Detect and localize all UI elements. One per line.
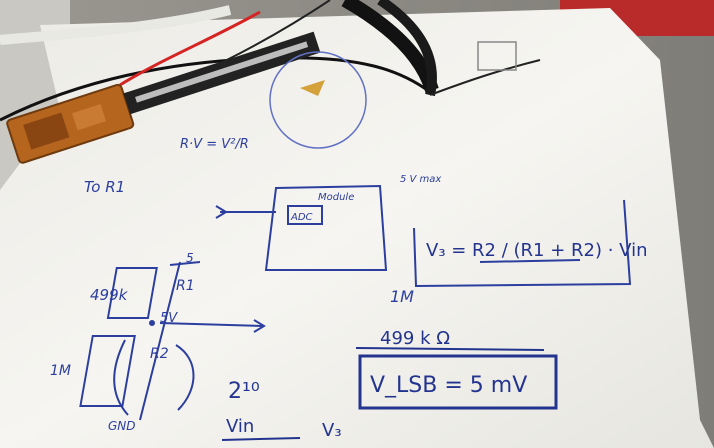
r2-value: 1M: [50, 363, 71, 379]
white-cable: [0, 5, 232, 45]
thick-black-cable-2: [377, 0, 437, 97]
node-arrow: [159, 322, 263, 327]
divider-formula: V₃ = R2 / (R1 + R2) · Vin: [426, 240, 648, 261]
divider-rail: [139, 261, 181, 421]
divider-formula-box: [413, 199, 632, 288]
r2-label: R2: [150, 346, 169, 362]
power-formula: R·V = V²/R: [180, 137, 249, 152]
probe-tip: [300, 80, 325, 96]
r-value-box: 499 k Ω: [380, 328, 450, 349]
red-wire: [119, 10, 261, 87]
sketch-circle: [269, 51, 367, 149]
probe-lead: [429, 59, 541, 96]
lsb-formula: V_LSB = 5 mV: [370, 373, 527, 398]
ground-label: GND: [108, 419, 136, 433]
module-inner-label: ADC: [290, 212, 313, 223]
sketch-connector: [477, 41, 517, 71]
paper-sheet: [0, 8, 714, 448]
r-underline: [355, 347, 545, 351]
bits-formula: 2¹⁰: [228, 379, 260, 404]
pcb-probe: [6, 31, 321, 164]
node-voltage: 5V: [160, 311, 178, 326]
header-scribble: 5 V max: [400, 174, 441, 185]
title-scribble: To R1: [84, 178, 125, 196]
lsb-box: [358, 354, 558, 410]
r1-label: R1: [176, 278, 195, 294]
top-node-label: 5: [186, 251, 194, 265]
module-label: Module: [318, 192, 354, 203]
r1-value: 499k: [90, 286, 129, 304]
v3-label: V₃: [322, 420, 342, 441]
resolution-label: 1M: [390, 287, 414, 306]
r2-symbol: [79, 335, 136, 407]
adc-box: [287, 205, 323, 225]
module-box: [264, 184, 388, 271]
node-dot: [149, 320, 155, 326]
vin-label: Vin: [226, 416, 254, 437]
r1-symbol: [106, 267, 158, 319]
